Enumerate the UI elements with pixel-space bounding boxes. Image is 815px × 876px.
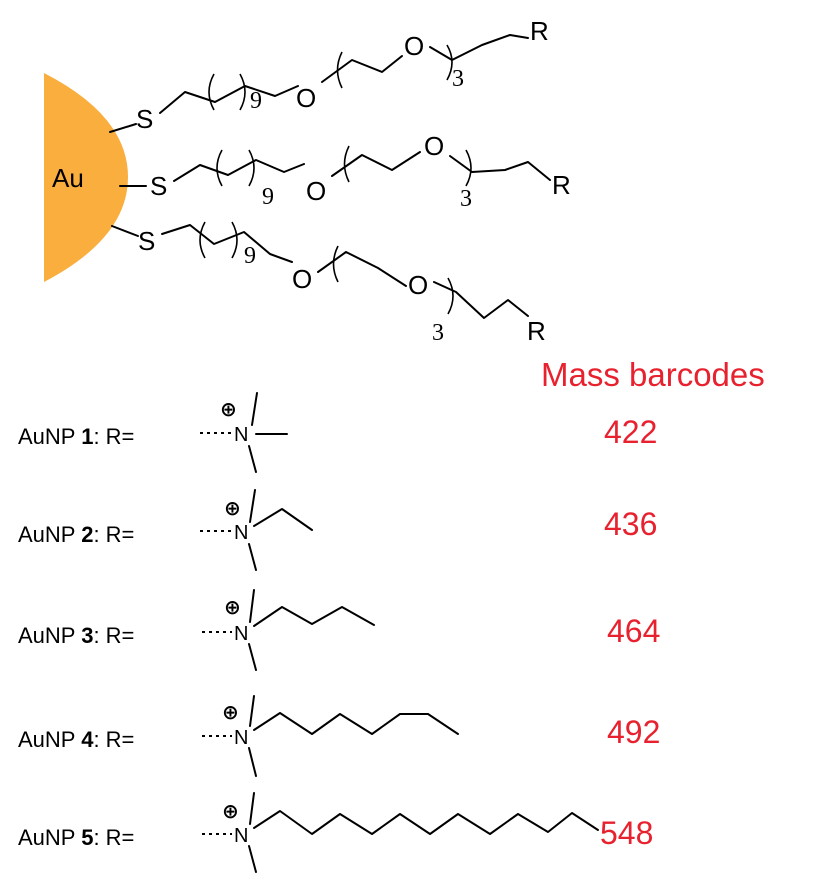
repeat-count-9: 9 — [250, 88, 262, 114]
r-group-structure-2: ⊕ N — [200, 489, 313, 571]
sulfur-atom: S — [136, 104, 153, 134]
repeat-count-3: 3 — [460, 186, 472, 212]
variant-label-4: AuNP 4: R= — [18, 729, 134, 751]
mass-value-5: 548 — [600, 815, 654, 851]
nitrogen-atom: N — [234, 522, 248, 544]
oxygen-atom: O — [306, 176, 326, 206]
charge-plus-icon: ⊕ — [224, 496, 241, 520]
variant-prefix: AuNP — [18, 623, 82, 648]
repeat-count-9: 9 — [244, 243, 256, 269]
variant-label-3: AuNP 3: R= — [18, 625, 134, 647]
variant-label-2: AuNP 2: R= — [18, 524, 134, 546]
sulfur-atom: S — [150, 171, 167, 201]
mass-value-4: 492 — [607, 714, 661, 750]
nitrogen-atom: N — [234, 623, 248, 645]
variant-label-1: AuNP 1: R= — [18, 426, 134, 448]
charge-plus-icon: ⊕ — [222, 700, 239, 724]
variant-number: 2 — [81, 522, 94, 547]
mass-value-1: 422 — [604, 414, 658, 450]
variant-suffix: : R= — [93, 522, 135, 547]
ligand-chain-top: S 9 O O 3 R — [109, 16, 549, 134]
variant-suffix: : R= — [93, 424, 135, 449]
sulfur-atom: S — [138, 226, 155, 256]
r-group-structure-5: ⊕ N — [202, 792, 599, 873]
mass-value-3: 464 — [607, 613, 661, 649]
variant-number: 1 — [81, 424, 94, 449]
oxygen-atom: O — [404, 31, 424, 61]
r-group: R — [527, 316, 546, 346]
variant-number: 3 — [81, 623, 94, 648]
repeat-count-3: 3 — [432, 320, 444, 346]
mass-barcodes-heading: Mass barcodes — [541, 356, 765, 393]
charge-plus-icon: ⊕ — [222, 799, 239, 823]
ligand-chain-bottom: S 9 O O 3 R — [111, 221, 546, 346]
r-group-structure-4: ⊕ N — [202, 695, 459, 777]
r-group: R — [530, 16, 549, 46]
charge-plus-icon: ⊕ — [220, 397, 237, 421]
variant-suffix: : R= — [93, 623, 135, 648]
variant-label-5: AuNP 5: R= — [18, 827, 134, 849]
oxygen-atom: O — [424, 131, 444, 161]
variant-suffix: : R= — [93, 825, 135, 850]
r-group-structure-1: ⊕ N — [200, 392, 288, 473]
ligand-chain-middle: S 9 O O 3 R — [119, 131, 571, 212]
variant-number: 5 — [81, 825, 94, 850]
nitrogen-atom: N — [234, 727, 248, 749]
oxygen-atom: O — [296, 83, 316, 113]
repeat-count-9: 9 — [262, 184, 274, 210]
variant-suffix: : R= — [93, 727, 135, 752]
gold-nanoparticle — [44, 73, 128, 282]
variant-prefix: AuNP — [18, 825, 82, 850]
variant-number: 4 — [81, 727, 94, 752]
charge-plus-icon: ⊕ — [224, 595, 241, 619]
r-group-structure-3: ⊕ N — [202, 589, 375, 671]
oxygen-atom: O — [408, 270, 428, 300]
variant-prefix: AuNP — [18, 424, 82, 449]
repeat-count-3: 3 — [452, 66, 464, 92]
nitrogen-atom: N — [234, 424, 248, 446]
mass-value-2: 436 — [604, 506, 658, 542]
gold-label: Au — [52, 163, 84, 193]
nitrogen-atom: N — [234, 825, 248, 847]
variant-prefix: AuNP — [18, 727, 82, 752]
variant-prefix: AuNP — [18, 522, 82, 547]
oxygen-atom: O — [292, 264, 312, 294]
r-group: R — [552, 170, 571, 200]
